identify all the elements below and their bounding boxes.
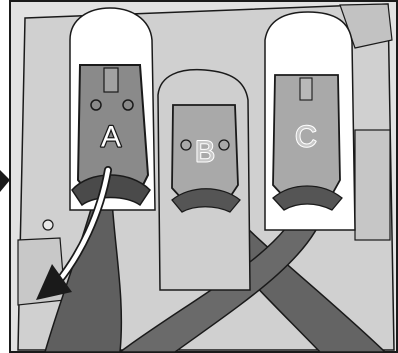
triangle-pointer-icon [0, 170, 10, 192]
right-bracket [355, 130, 390, 240]
connector-label-c: C [295, 121, 317, 154]
connector-c-latch [300, 78, 312, 100]
connector-a-latch [104, 68, 118, 92]
connector-label-b: B [195, 136, 215, 169]
connector-label-a: A [101, 121, 121, 154]
panel-hole-left [43, 220, 53, 230]
